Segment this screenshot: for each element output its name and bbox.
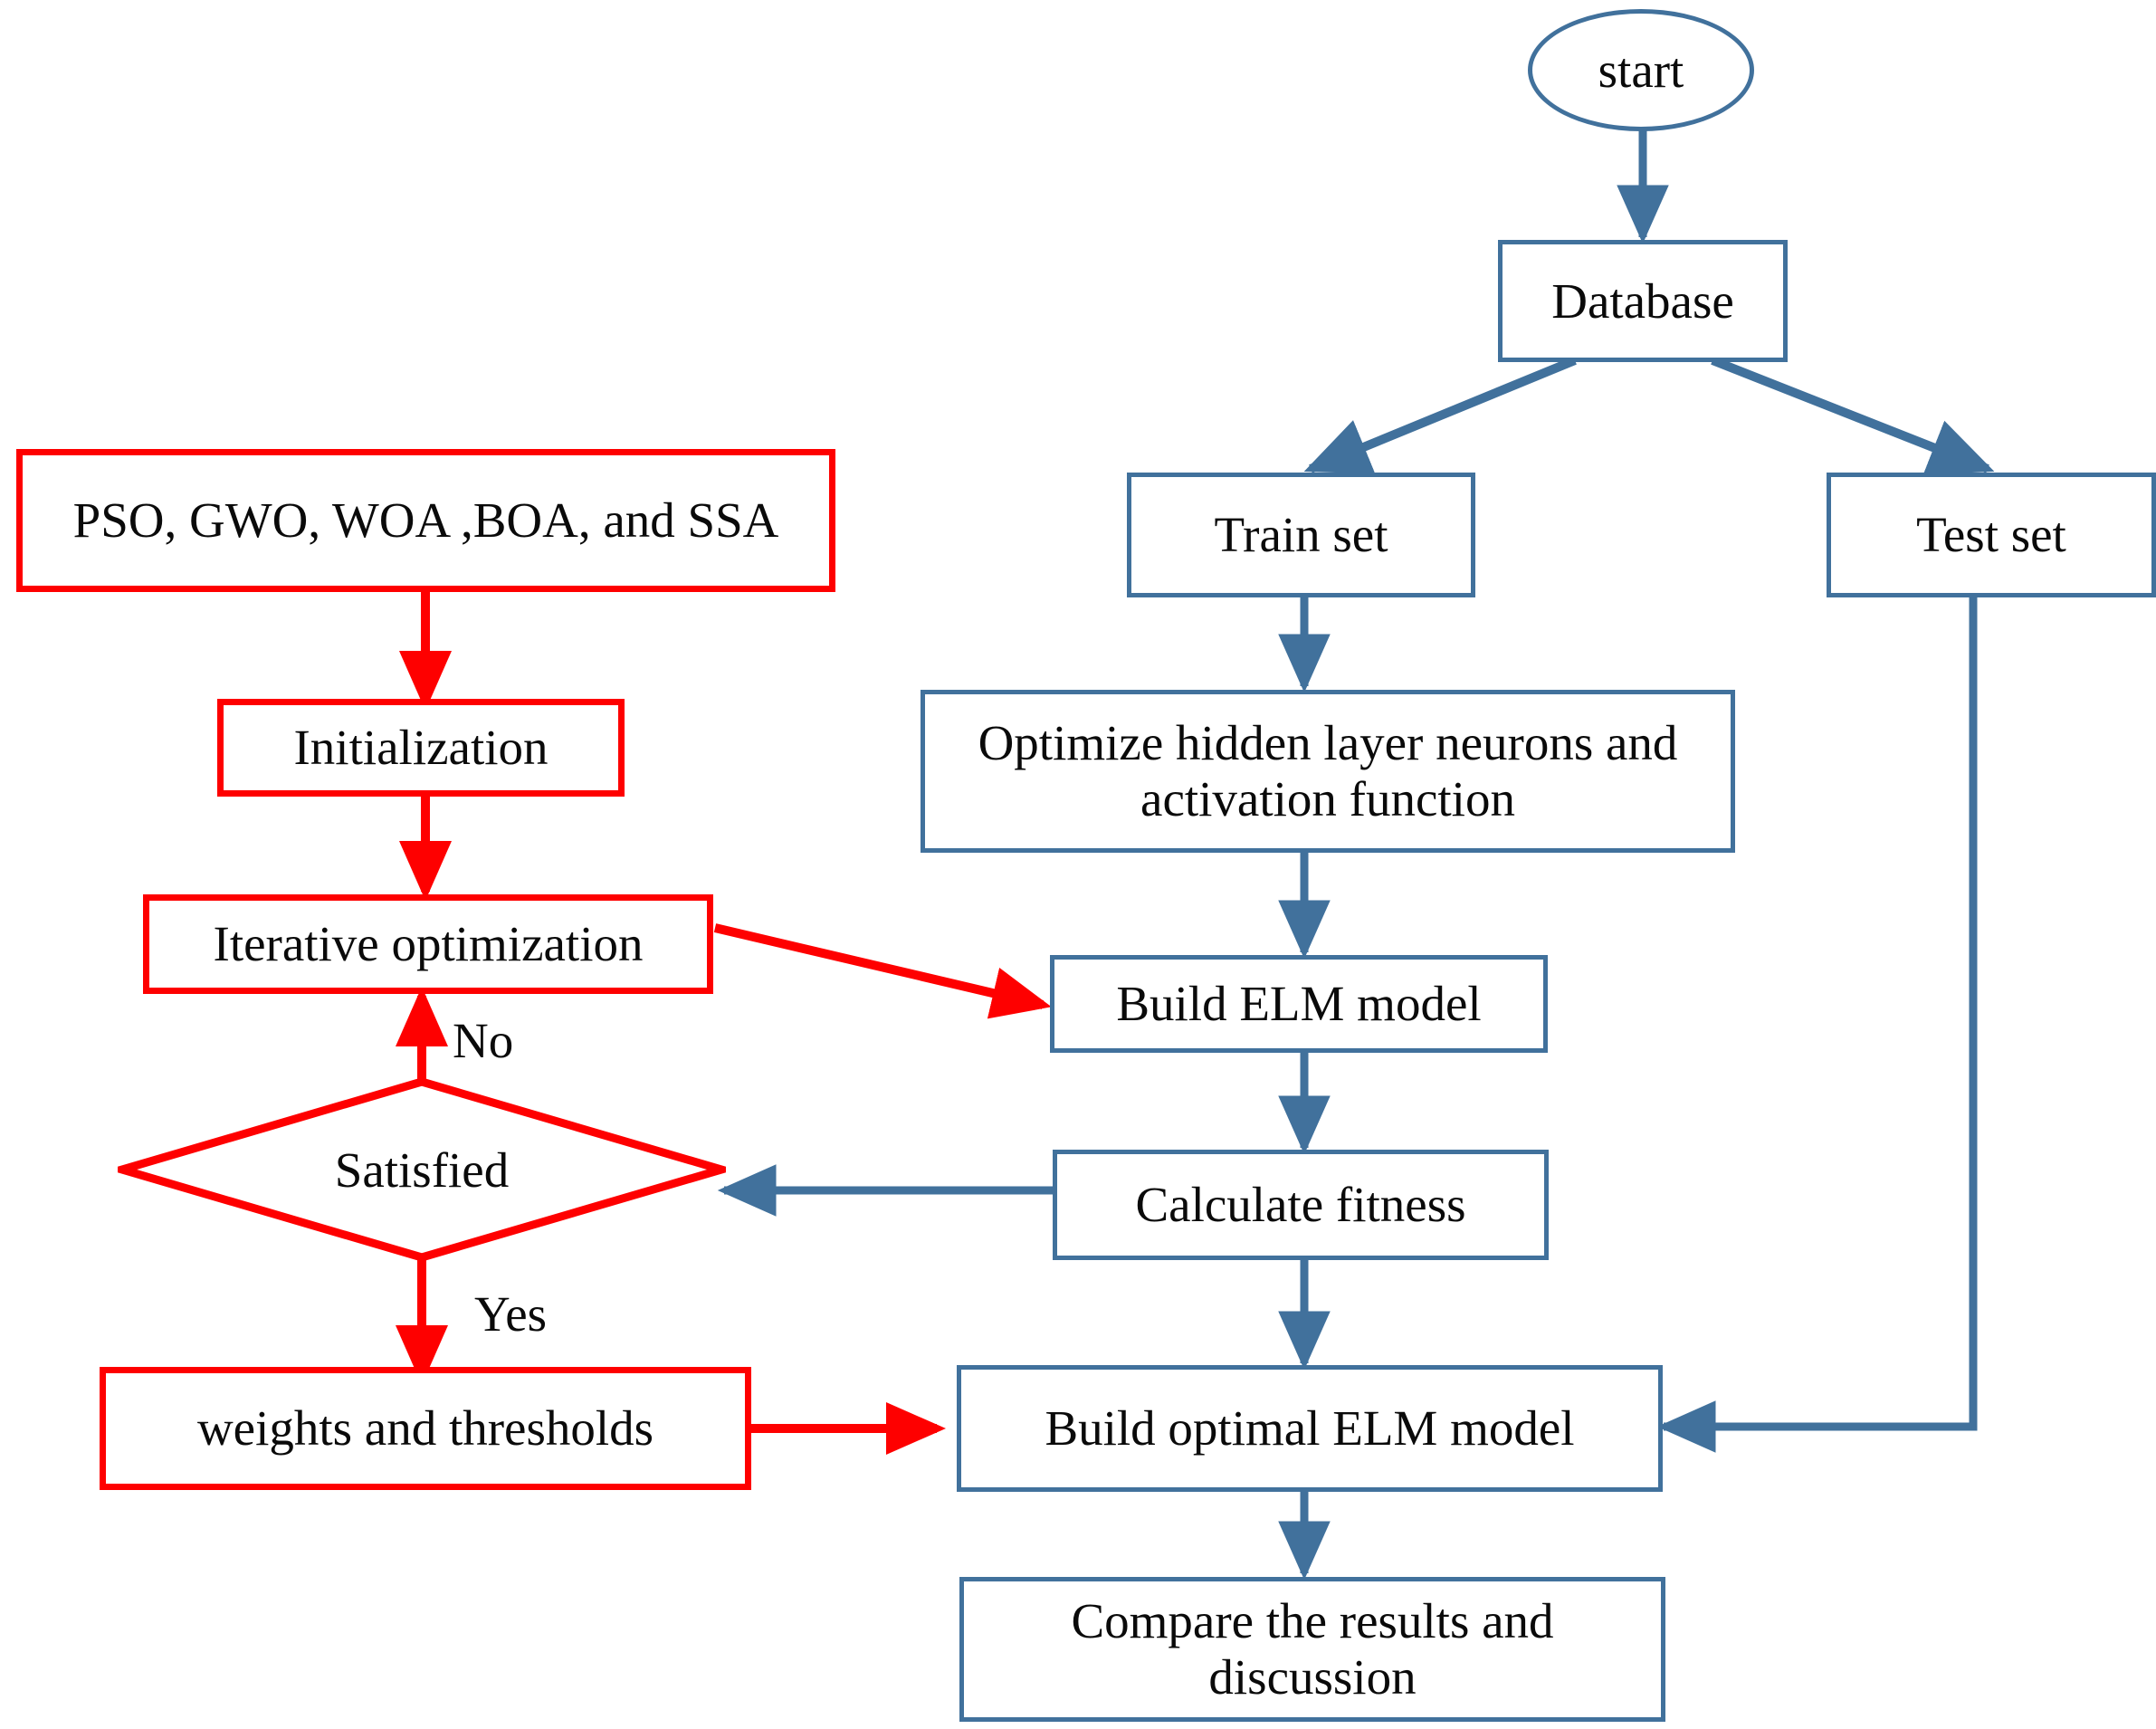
node-train-set-label: Train set xyxy=(1214,507,1388,563)
node-satisfied[interactable]: Satisfied xyxy=(118,1077,726,1262)
node-start[interactable]: start xyxy=(1528,9,1754,131)
node-weights-and-thresholds-label: weights and thresholds xyxy=(196,1400,654,1457)
edge-database-to-train-set xyxy=(1303,356,1577,474)
node-train-set[interactable]: Train set xyxy=(1127,473,1475,597)
edge-label-yes-text: Yes xyxy=(474,1286,548,1342)
node-iterative-optimization-label: Iterative optimization xyxy=(213,916,644,972)
node-calculate-fitness[interactable]: Calculate fitness xyxy=(1053,1150,1549,1260)
edge-iterative-to-build-elm xyxy=(713,923,1052,1019)
edge-label-no-text: No xyxy=(453,1013,514,1068)
node-start-label: start xyxy=(1598,42,1684,98)
node-test-set-label: Test set xyxy=(1916,507,2066,563)
node-algorithms-label: PSO, GWO, WOA ,BOA, and SSA xyxy=(72,492,779,549)
node-initialization-label: Initialization xyxy=(293,720,549,776)
node-compare-results-label: Compare the results and discussion xyxy=(1071,1593,1554,1705)
node-build-optimal-elm-model[interactable]: Build optimal ELM model xyxy=(957,1365,1663,1492)
node-weights-and-thresholds[interactable]: weights and thresholds xyxy=(100,1367,751,1490)
node-calculate-fitness-label: Calculate fitness xyxy=(1135,1177,1466,1233)
node-database-label: Database xyxy=(1551,272,1734,329)
edge-label-no: No xyxy=(453,1012,513,1069)
node-iterative-optimization[interactable]: Iterative optimization xyxy=(143,894,713,994)
node-optimize-hidden-layer[interactable]: Optimize hidden layer neurons and activa… xyxy=(921,690,1735,853)
node-algorithms[interactable]: PSO, GWO, WOA ,BOA, and SSA xyxy=(16,449,835,592)
node-database[interactable]: Database xyxy=(1498,240,1788,362)
node-build-optimal-elm-model-label: Build optimal ELM model xyxy=(1045,1400,1575,1457)
node-test-set[interactable]: Test set xyxy=(1827,473,2156,597)
node-build-elm-model[interactable]: Build ELM model xyxy=(1050,955,1548,1053)
node-satisfied-label: Satisfied xyxy=(334,1142,510,1198)
node-initialization[interactable]: Initialization xyxy=(217,699,625,797)
node-build-elm-model-label: Build ELM model xyxy=(1116,976,1482,1032)
edge-label-yes: Yes xyxy=(474,1285,547,1342)
node-optimize-hidden-layer-label: Optimize hidden layer neurons and activa… xyxy=(978,715,1678,826)
node-compare-results[interactable]: Compare the results and discussion xyxy=(959,1577,1665,1722)
edge-database-to-test-set xyxy=(1711,356,1995,475)
